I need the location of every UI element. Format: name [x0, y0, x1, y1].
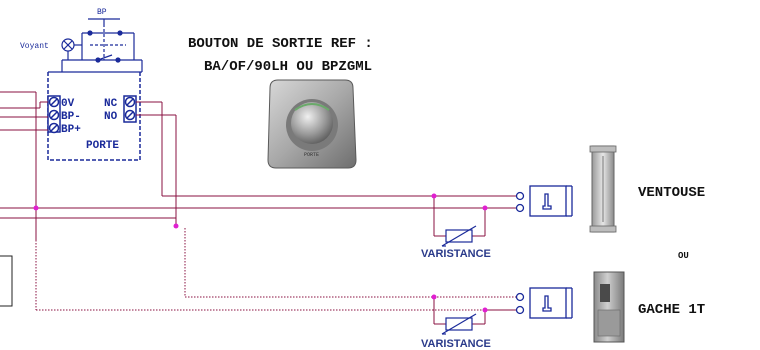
terminal-screw-nc	[124, 96, 136, 108]
terminal-label-bp-plus: BP+	[61, 124, 81, 136]
junction-dot	[482, 205, 488, 211]
reference-title: BOUTON DE SORTIE REF : BA/OF/90LH OU BPZ…	[188, 36, 373, 75]
device-labels: VENTOUSE OU GACHE 1T	[638, 185, 705, 318]
connector-gache	[515, 287, 573, 319]
junction-dots	[33, 193, 488, 313]
varistance-symbol-top	[441, 225, 477, 247]
gache-label: GACHE 1T	[638, 302, 705, 318]
varistance-symbol-bottom	[441, 313, 477, 335]
junction-dot	[173, 223, 179, 229]
junction-dot	[33, 205, 39, 211]
terminal-labels: 0V BP- BP+ NC NO PORTE	[61, 98, 119, 152]
terminal-label-nc: NC	[104, 98, 118, 110]
controller-box	[0, 255, 13, 307]
terminal-block-name: PORTE	[86, 140, 119, 152]
junction-dot	[431, 294, 437, 300]
ventouse-label: VENTOUSE	[638, 185, 705, 201]
title-line-2: BA/OF/90LH OU BPZGML	[204, 59, 372, 75]
terminal-screw-0v	[48, 96, 60, 108]
terminal-screw-no	[124, 109, 136, 121]
junction-dot	[482, 307, 488, 313]
ventouse-photo	[589, 145, 617, 233]
wiring	[0, 91, 520, 325]
terminal-label-bp-minus: BP-	[61, 111, 81, 123]
terminal-screw-bp-minus	[48, 109, 60, 121]
junction-dot	[431, 193, 437, 199]
title-line-1: BOUTON DE SORTIE REF :	[188, 36, 373, 52]
terminal-block	[47, 72, 141, 161]
terminal-screw-bp-plus	[48, 122, 60, 134]
terminal-label-0v: 0V	[61, 98, 75, 110]
button-photo-caption: PORTE	[304, 152, 319, 158]
pushbutton-symbol: BP Voyant	[20, 8, 143, 73]
varistance-label-bottom: VARISTANCE	[421, 338, 491, 350]
connector-ventouse	[515, 185, 573, 217]
or-separator: OU	[678, 251, 689, 261]
button-photo: PORTE	[267, 79, 357, 169]
indicator-label: Voyant	[20, 42, 49, 51]
pushbutton-label: BP	[97, 8, 107, 17]
varistance-label-top: VARISTANCE	[421, 248, 491, 260]
varistance-labels: VARISTANCE VARISTANCE	[421, 248, 491, 350]
gache-photo	[593, 271, 625, 343]
terminal-label-no: NO	[104, 111, 118, 123]
